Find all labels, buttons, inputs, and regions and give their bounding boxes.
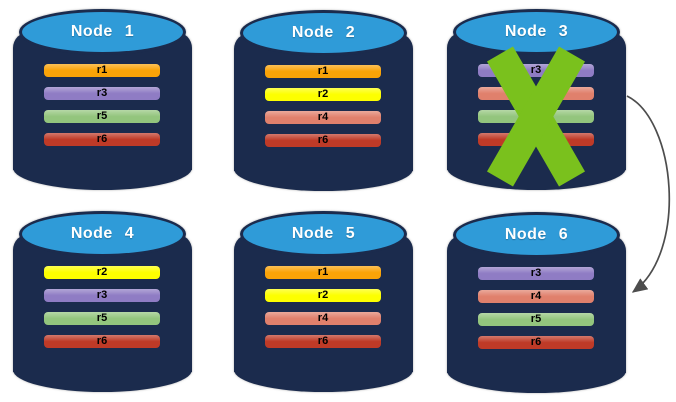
replica-list: r3 r4 r5 r6: [478, 267, 594, 349]
cylinder-body: [13, 234, 192, 372]
db-node-2: Node 2 r1 r2 r4 r6: [234, 10, 413, 191]
cylinder-body: [234, 234, 413, 372]
cylinder-top: Node 5: [240, 211, 407, 257]
replica-list: r2 r3 r5 r6: [44, 266, 160, 348]
replica-bar: r5: [44, 312, 160, 325]
replica-bar: r6: [478, 336, 594, 349]
replica-bar: r6: [265, 134, 381, 147]
replica-list: r1 r3 r5 r6: [44, 64, 160, 146]
replica-bar: r1: [265, 65, 381, 78]
replica-bar: r3: [478, 64, 594, 77]
replica-bar: r6: [478, 133, 594, 146]
replica-bar: r1: [44, 64, 160, 77]
replica-bar: r3: [44, 289, 160, 302]
replica-bar: r2: [44, 266, 160, 279]
cylinder-body: [234, 33, 413, 171]
replica-bar: r5: [478, 110, 594, 123]
replica-bar: r6: [265, 335, 381, 348]
db-node-5: Node 5 r1 r2 r4 r6: [234, 211, 413, 392]
replica-bar: r1: [265, 266, 381, 279]
node-title: Node 6: [504, 226, 569, 243]
replica-bar: r6: [44, 335, 160, 348]
cylinder-top: Node 4: [19, 211, 186, 257]
db-node-3-failed: Node 3 r3 r4 r5 r6: [447, 9, 626, 190]
replica-bar: r4: [478, 290, 594, 303]
replica-bar: r5: [478, 313, 594, 326]
node-title: Node 3: [504, 23, 569, 40]
db-node-6: Node 6 r3 r4 r5 r6: [447, 212, 626, 393]
replica-bar: r2: [265, 88, 381, 101]
replica-bar: r6: [44, 133, 160, 146]
cylinder-top: Node 6: [453, 212, 620, 258]
node-title: Node 5: [291, 225, 356, 242]
replica-bar: r2: [265, 289, 381, 302]
db-node-1: Node 1 r1 r3 r5 r6: [13, 9, 192, 190]
arrow-path: [626, 95, 671, 293]
node-title: Node 4: [70, 225, 135, 242]
replica-list: r3 r4 r5 r6: [478, 64, 594, 146]
replica-bar: r4: [478, 87, 594, 100]
replica-bar: r4: [265, 312, 381, 325]
cylinder-body: [447, 235, 626, 373]
node-title: Node 1: [70, 23, 135, 40]
replica-list: r1 r2 r4 r6: [265, 266, 381, 348]
cylinder-body: [13, 32, 192, 170]
cylinder-top: Node 3: [453, 9, 620, 55]
cylinder-top: Node 2: [240, 10, 407, 56]
replica-bar: r3: [44, 87, 160, 100]
replica-list: r1 r2 r4 r6: [265, 65, 381, 147]
db-node-4: Node 4 r2 r3 r5 r6: [13, 211, 192, 392]
cylinder-top: Node 1: [19, 9, 186, 55]
node-title: Node 2: [291, 24, 356, 41]
replica-bar: r4: [265, 111, 381, 124]
replica-bar: r5: [44, 110, 160, 123]
replica-bar: r3: [478, 267, 594, 280]
